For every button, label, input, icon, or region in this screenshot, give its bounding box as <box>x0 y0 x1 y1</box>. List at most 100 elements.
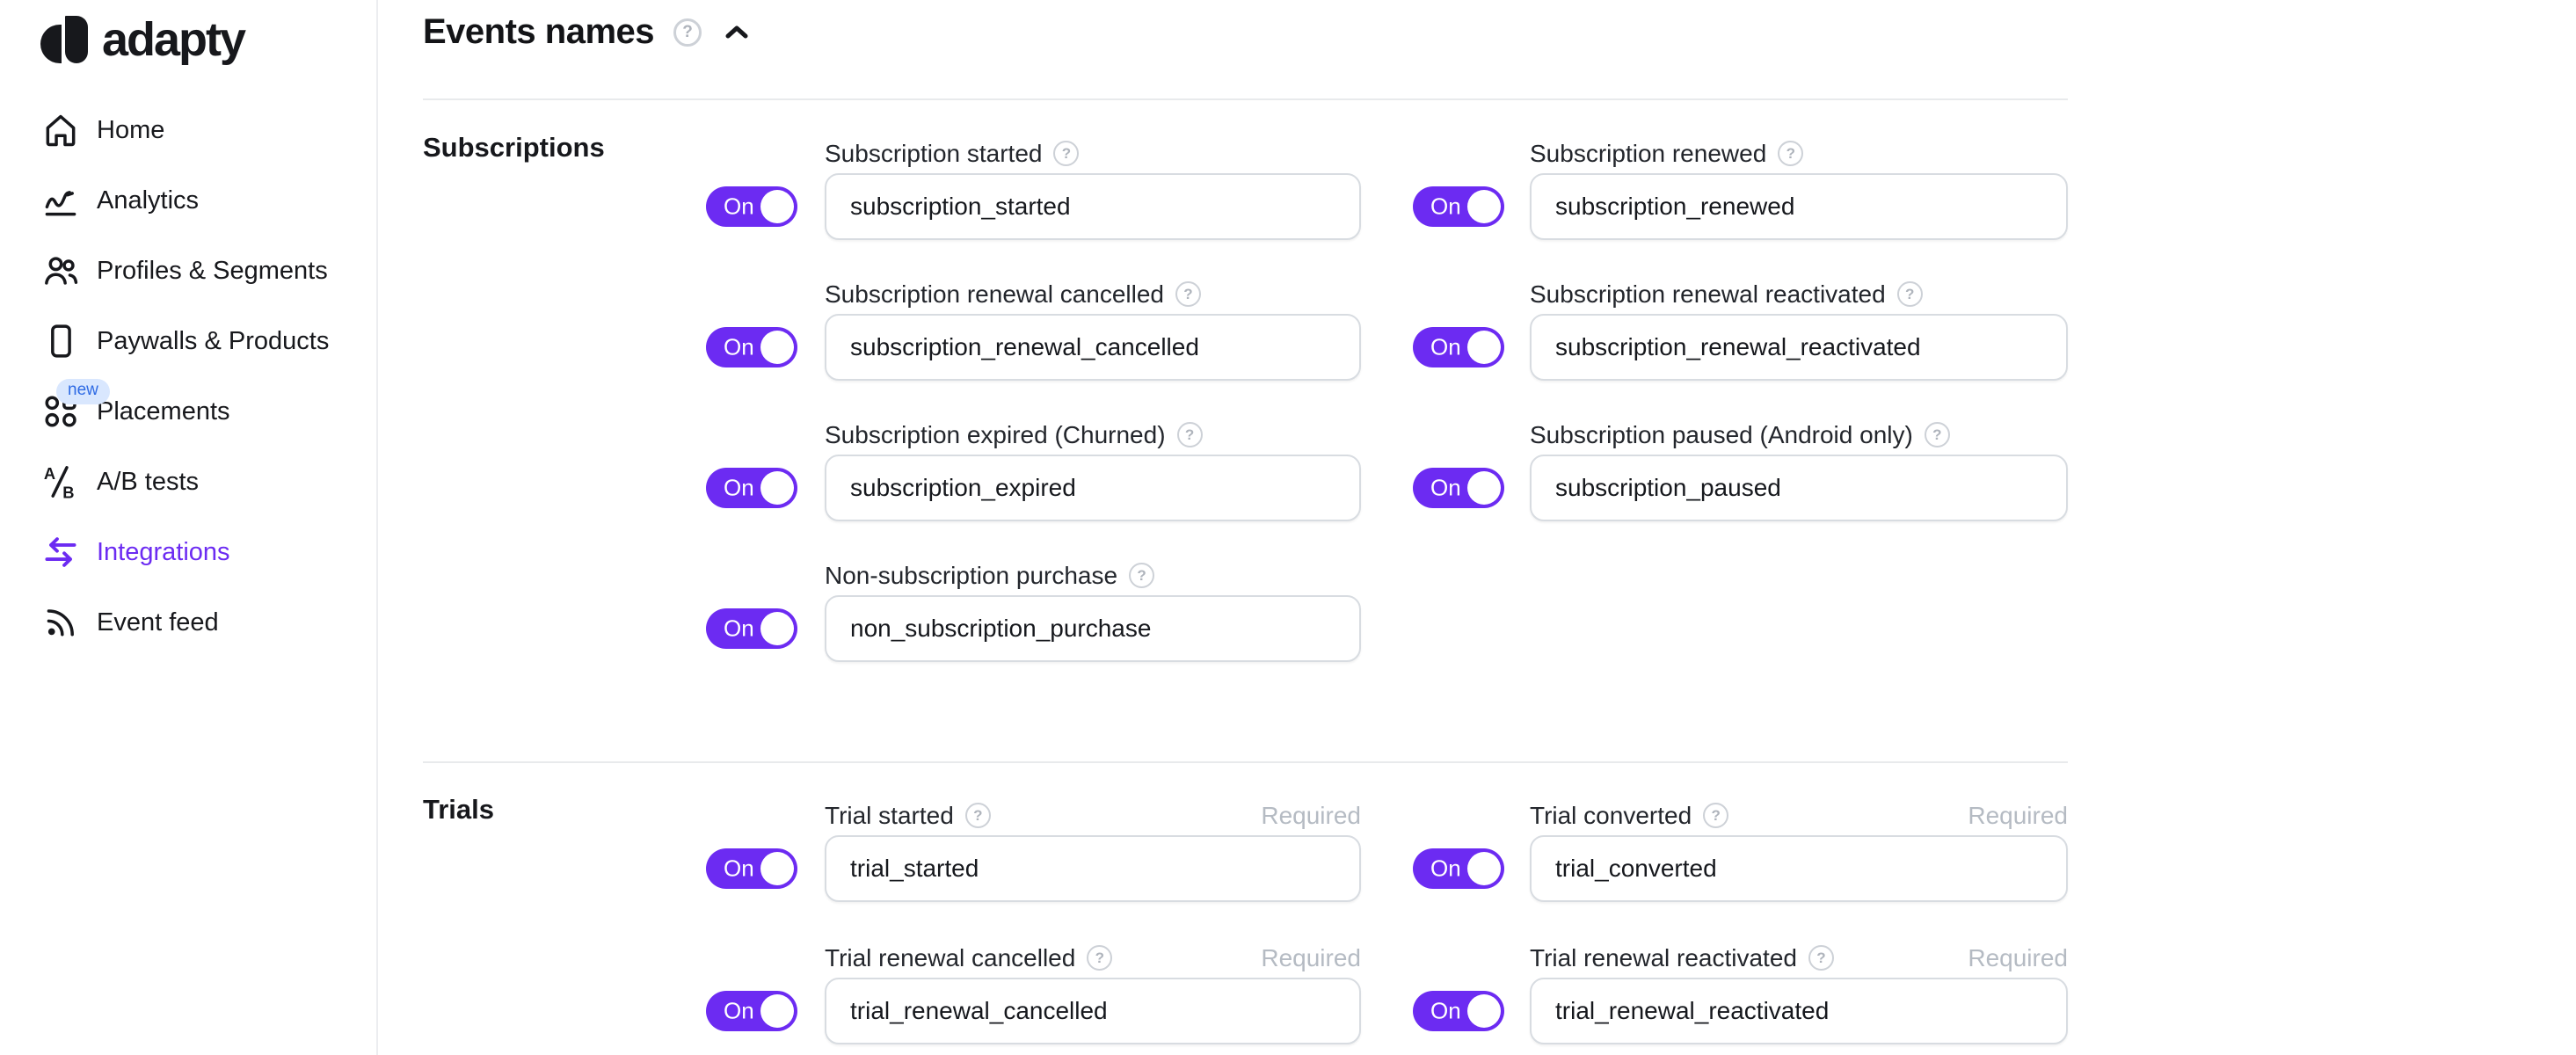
main-content: Events names ? Subscriptions Subscriptio… <box>378 0 2576 1055</box>
toggle-state-label: On <box>1430 997 1461 1024</box>
sidebar-item-paywalls-products[interactable]: Paywalls & Products <box>0 306 376 376</box>
sidebar-item-label: Analytics <box>97 186 200 215</box>
help-icon[interactable]: ? <box>1808 945 1834 971</box>
help-icon[interactable]: ? <box>964 803 991 828</box>
help-icon[interactable]: ? <box>1087 945 1113 971</box>
help-icon[interactable]: ? <box>1703 803 1729 828</box>
toggle-subscription-paused[interactable]: On <box>1413 468 1504 508</box>
help-glyph: ? <box>973 806 983 824</box>
event-name-input[interactable] <box>825 455 1361 521</box>
event-name-input[interactable] <box>1530 835 2068 902</box>
toggle-state-label: On <box>724 474 754 501</box>
field-label: Subscription renewal reactivated <box>1530 280 1886 308</box>
event-name-input[interactable] <box>825 173 1361 240</box>
event-name-input[interactable] <box>825 595 1361 662</box>
toggle-state-label: On <box>1430 855 1461 882</box>
home-icon <box>40 110 81 150</box>
event-name-input[interactable] <box>825 978 1361 1044</box>
help-glyph: ? <box>1816 949 1826 966</box>
toggle-state-label: On <box>1430 193 1461 220</box>
divider <box>423 761 2068 763</box>
phone-icon <box>40 321 81 361</box>
toggle-knob <box>760 612 794 645</box>
field-subscription-paused: Subscription paused (Android only) ? On <box>1413 415 2068 521</box>
sidebar-item-label: Event feed <box>97 608 219 637</box>
required-hint: Required <box>1968 943 2068 971</box>
help-icon[interactable]: ? <box>673 18 702 47</box>
sidebar-item-home[interactable]: Home <box>0 95 376 165</box>
sidebar-item-integrations[interactable]: Integrations <box>0 517 376 587</box>
toggle-state-label: On <box>724 333 754 360</box>
toggle-knob <box>760 331 794 364</box>
event-feed-icon <box>40 602 81 643</box>
sidebar-item-label: A/B tests <box>97 467 200 496</box>
event-name-input[interactable] <box>1530 173 2068 240</box>
toggle-state-label: On <box>724 193 754 220</box>
help-icon[interactable]: ? <box>1778 141 1804 166</box>
sidebar: adapty Home Analytics Profiles & Segment… <box>0 0 378 1055</box>
help-icon[interactable]: ? <box>1175 281 1201 307</box>
help-icon[interactable]: ? <box>1924 422 1950 447</box>
collapse-section-button[interactable] <box>724 25 749 40</box>
help-glyph: ? <box>1061 144 1072 162</box>
toggle-state-label: On <box>1430 333 1461 360</box>
help-icon[interactable]: ? <box>1129 563 1155 588</box>
event-name-input[interactable] <box>1530 978 2068 1044</box>
toggle-state-label: On <box>724 615 754 642</box>
field-label: Non-subscription purchase <box>825 561 1118 589</box>
help-glyph: ? <box>1711 806 1721 824</box>
help-icon[interactable]: ? <box>1896 281 1923 307</box>
sidebar-item-placements[interactable]: Placements new <box>0 376 376 447</box>
sidebar-item-profiles-segments[interactable]: Profiles & Segments <box>0 236 376 306</box>
toggle-subscription-renewal-reactivated[interactable]: On <box>1413 327 1504 367</box>
toggle-knob <box>760 994 794 1028</box>
adapty-logo[interactable]: adapty <box>40 12 246 67</box>
field-subscription-renewal-reactivated: Subscription renewal reactivated ? On <box>1413 274 2068 381</box>
field-label: Subscription expired (Churned) <box>825 420 1166 448</box>
toggle-subscription-started[interactable]: On <box>706 186 797 227</box>
help-glyph: ? <box>1904 285 1915 302</box>
field-subscription-expired: Subscription expired (Churned) ? On <box>706 415 1361 521</box>
sidebar-item-event-feed[interactable]: Event feed <box>0 587 376 658</box>
field-label: Trial renewal reactivated <box>1530 943 1797 971</box>
sidebar-item-label: Profiles & Segments <box>97 256 328 285</box>
help-glyph: ? <box>1184 426 1195 443</box>
field-trial-converted: Trial converted ? Required On <box>1413 796 2068 902</box>
sidebar-item-label: Paywalls & Products <box>97 326 330 355</box>
toggle-trial-renewal-cancelled[interactable]: On <box>706 991 797 1031</box>
toggle-non-subscription-purchase[interactable]: On <box>706 608 797 649</box>
svg-text:B: B <box>62 483 74 501</box>
field-subscription-renewal-cancelled: Subscription renewal cancelled ? On <box>706 274 1361 381</box>
toggle-knob <box>1467 852 1501 885</box>
toggle-subscription-renewal-cancelled[interactable]: On <box>706 327 797 367</box>
help-icon[interactable]: ? <box>1176 422 1203 447</box>
toggle-trial-started[interactable]: On <box>706 848 797 889</box>
toggle-state-label: On <box>724 855 754 882</box>
event-name-input[interactable] <box>825 835 1361 902</box>
section-title-subscriptions: Subscriptions <box>423 132 605 163</box>
sidebar-nav: Home Analytics Profiles & Segments Paywa… <box>0 95 376 658</box>
divider <box>423 98 2068 100</box>
chevron-up-icon <box>725 25 748 38</box>
field-trial-renewal-reactivated: Trial renewal reactivated ? Required On <box>1413 938 2068 1044</box>
field-subscription-renewed: Subscription renewed ? On <box>1413 134 2068 240</box>
event-name-input[interactable] <box>1530 455 2068 521</box>
toggle-subscription-expired[interactable]: On <box>706 468 797 508</box>
toggle-state-label: On <box>1430 474 1461 501</box>
section-title-trials: Trials <box>423 794 494 825</box>
field-trial-renewal-cancelled: Trial renewal cancelled ? Required On <box>706 938 1361 1044</box>
event-name-input[interactable] <box>825 314 1361 381</box>
toggle-knob <box>1467 471 1501 505</box>
help-icon[interactable]: ? <box>1053 141 1080 166</box>
event-name-input[interactable] <box>1530 314 2068 381</box>
help-glyph: ? <box>1932 426 1942 443</box>
toggle-trial-converted[interactable]: On <box>1413 848 1504 889</box>
toggle-subscription-renewed[interactable]: On <box>1413 186 1504 227</box>
page-title: Events names <box>423 12 655 51</box>
svg-text:A: A <box>44 464 55 483</box>
toggle-trial-renewal-reactivated[interactable]: On <box>1413 991 1504 1031</box>
sidebar-item-analytics[interactable]: Analytics <box>0 165 376 236</box>
required-hint: Required <box>1261 943 1361 971</box>
